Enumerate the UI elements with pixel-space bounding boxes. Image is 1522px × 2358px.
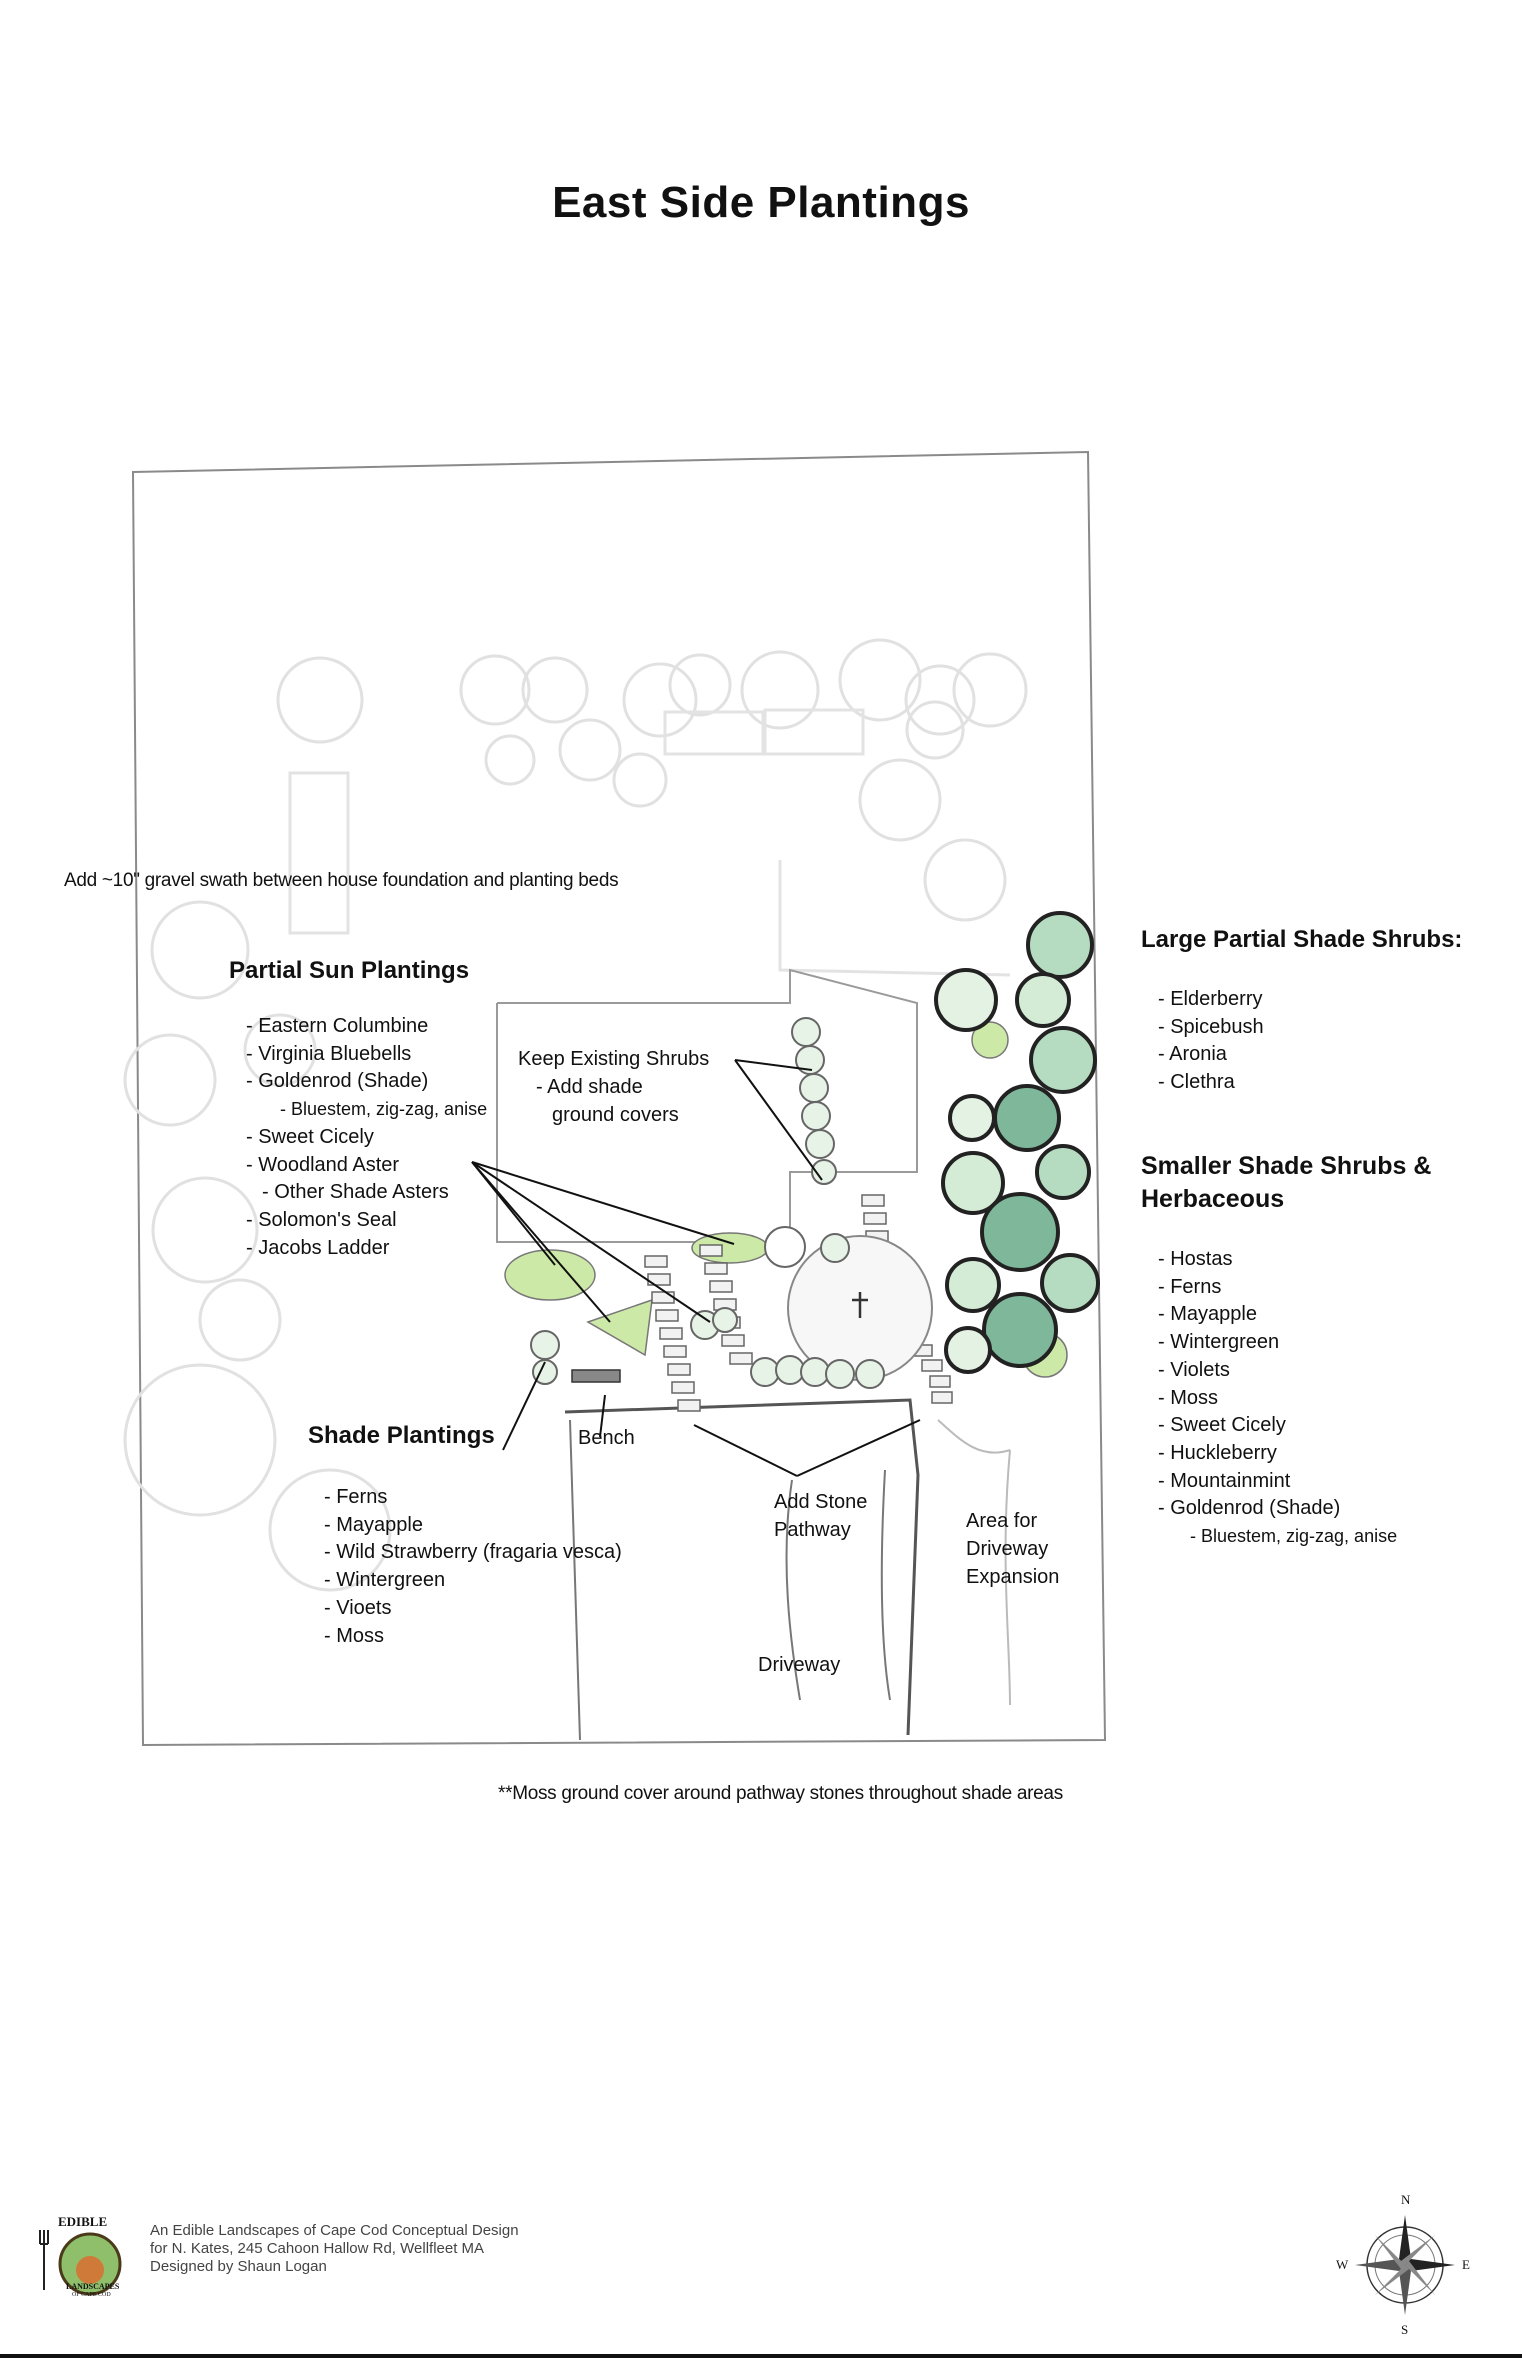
ground-covers-label: ground covers xyxy=(552,1104,679,1126)
list-item: - Mountainmint xyxy=(1158,1469,1291,1492)
list-item: - Vioets xyxy=(324,1596,392,1619)
logo-graphic xyxy=(39,2230,122,2296)
list-item: - Aronia xyxy=(1158,1043,1227,1066)
shade-shrubs xyxy=(934,911,1100,1374)
list-item: - Virginia Bluebells xyxy=(246,1042,412,1065)
add-stone-label: Add Stone xyxy=(774,1491,868,1513)
list-item: - Bluestem, zig-zag, anise xyxy=(280,1099,488,1120)
list-item: - Eastern Columbine xyxy=(246,1015,429,1037)
list-item: - Sweet Cicely xyxy=(1158,1414,1286,1437)
list-item: - Ferns xyxy=(1158,1275,1222,1298)
list-item: - Goldenrod (Shade) xyxy=(246,1070,429,1093)
list-item: - Other Shade Asters xyxy=(262,1181,449,1204)
expansion-label: Expansion xyxy=(966,1566,1060,1588)
compass-icon xyxy=(1355,2215,1455,2315)
driveway-sketch xyxy=(569,1419,1011,1741)
add-shade-label: - Add shade xyxy=(536,1076,643,1098)
pathway-label: Pathway xyxy=(774,1519,851,1541)
logo-top-text: EDIBLE xyxy=(58,2214,108,2229)
bench xyxy=(571,1369,621,1383)
small-shrubs-heading: Smaller Shade Shrubs & Herbaceous xyxy=(1141,1152,1432,1213)
large-shrubs-heading: Large Partial Shade Shrubs: xyxy=(1141,926,1463,953)
keep-shrubs-label: Keep Existing Shrubs xyxy=(518,1048,710,1070)
callout-lines xyxy=(471,1059,921,1477)
logo-bottom-text: OF CAPE COD xyxy=(72,2292,111,2298)
list-item: - Moss xyxy=(1158,1386,1218,1409)
list-item: - Woodland Aster xyxy=(246,1153,400,1176)
list-item: - Bluestem, zig-zag, anise xyxy=(1190,1526,1398,1547)
list-item: - Mayapple xyxy=(324,1513,423,1536)
gravel-note: Add ~10" gravel swath between house foun… xyxy=(64,870,619,891)
compass-s: S xyxy=(1401,2322,1409,2337)
list-item: - Moss xyxy=(324,1624,384,1647)
moss-note: **Moss ground cover around pathway stone… xyxy=(498,1783,1063,1804)
list-item: - Clethra xyxy=(1158,1071,1235,1094)
list-item: - Hostas xyxy=(1158,1248,1233,1270)
small-shrubs-list: - Hostas - Ferns - Mayapple - Wintergree… xyxy=(1158,1246,1397,1551)
page-title: East Side Plantings xyxy=(552,178,970,227)
area-for-label: Area for xyxy=(966,1510,1038,1532)
stone-pathway xyxy=(644,1194,953,1412)
compass-rose: N S E W xyxy=(1330,2190,1480,2340)
footer-line-1: An Edible Landscapes of Cape Cod Concept… xyxy=(150,2222,519,2239)
list-item: - Goldenrod (Shade) xyxy=(1158,1497,1341,1520)
list-item: - Violets xyxy=(1158,1358,1230,1381)
list-item: - Wintergreen xyxy=(1158,1331,1280,1354)
list-item: - Wild Strawberry (fragaria vesca) xyxy=(324,1541,622,1564)
house-footprint xyxy=(496,968,918,1243)
faded-house-outline xyxy=(288,708,1011,977)
list-item: - Ferns xyxy=(324,1486,388,1508)
logo-middle-text: LANDSCAPES xyxy=(66,2282,120,2291)
edible-landscapes-logo: EDIBLE LANDSCAPES OF CAPE COD xyxy=(36,2210,136,2310)
list-item: - Mayapple xyxy=(1158,1303,1257,1326)
list-item: - Huckleberry xyxy=(1158,1441,1277,1464)
existing-shrubs xyxy=(530,1017,885,1389)
shade-heading: Shade Plantings xyxy=(308,1422,495,1449)
list-item: - Solomon's Seal xyxy=(246,1208,397,1231)
bench-label: Bench xyxy=(578,1427,635,1449)
faded-existing-trees xyxy=(123,638,1028,1592)
bottom-border xyxy=(0,2354,1522,2358)
garden-edge xyxy=(564,1398,920,1736)
list-item: - Wintergreen xyxy=(324,1569,446,1592)
driveway-label: Driveway xyxy=(758,1654,841,1676)
partial-sun-list: - Eastern Columbine - Virginia Bluebells… xyxy=(246,1013,487,1262)
shade-list: - Ferns - Mayapple - Wild Strawberry (fr… xyxy=(324,1484,622,1650)
compass-e: E xyxy=(1462,2257,1470,2272)
list-item: - Spicebush xyxy=(1158,1015,1264,1038)
large-shrubs-list: - Elderberry - Spicebush - Aronia - Clet… xyxy=(1158,986,1264,1097)
list-item: - Elderberry xyxy=(1158,988,1263,1010)
footer-line-3: Designed by Shaun Logan xyxy=(150,2258,327,2275)
compass-w: W xyxy=(1336,2257,1349,2272)
list-item: - Sweet Cicely xyxy=(246,1125,374,1148)
footer-line-2: for N. Kates, 245 Cahoon Hallow Rd, Well… xyxy=(150,2240,485,2257)
compass-n: N xyxy=(1401,2192,1411,2207)
property-boundary xyxy=(131,450,1107,1747)
list-item: - Jacobs Ladder xyxy=(246,1236,390,1259)
driveway-word-label: Driveway xyxy=(966,1538,1049,1560)
partial-sun-heading: Partial Sun Plantings xyxy=(229,957,470,984)
